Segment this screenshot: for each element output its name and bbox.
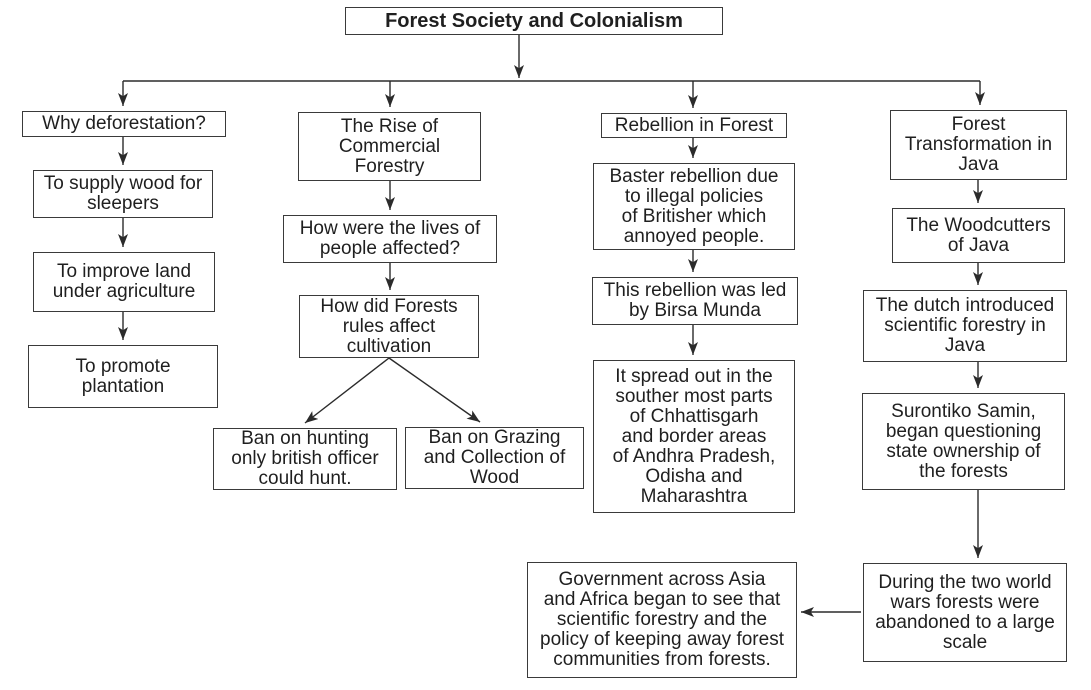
node-promote-plantation-text: To promote plantation xyxy=(75,355,171,397)
node-ban-on-grazing-text: Ban on Grazing and Collection of Wood xyxy=(423,427,566,488)
node-government-asia-africa-text: Government across Asia and Africa began … xyxy=(540,569,784,670)
node-lives-of-people-affected-text: How were the lives of people affected? xyxy=(299,218,481,259)
node-ban-on-grazing: Ban on Grazing and Collection of Wood xyxy=(405,427,584,489)
node-baster-rebellion: Baster rebellion due to illegal policies… xyxy=(593,163,795,250)
node-forest-rules-cultivation: How did Forests rules affect cultivation xyxy=(299,295,479,358)
node-government-asia-africa: Government across Asia and Africa began … xyxy=(527,562,797,678)
node-title: Forest Society and Colonialism xyxy=(345,7,723,35)
node-supply-wood-sleepers: To supply wood for sleepers xyxy=(33,170,213,218)
node-supply-wood-sleepers-text: To supply wood for sleepers xyxy=(43,173,203,214)
node-surontiko-samin: Surontiko Samin, began questioning state… xyxy=(862,393,1065,490)
node-forest-transformation-java: Forest Transformation in Java xyxy=(890,110,1067,180)
node-rise-commercial-forestry-text: The Rise of Commercial Forestry xyxy=(338,115,441,177)
node-forest-transformation-java-text: Forest Transformation in Java xyxy=(904,114,1053,175)
node-spread-regions-text: It spread out in the souther most parts … xyxy=(612,365,776,507)
node-led-by-birsa-munda-text: This rebellion was led by Birsa Munda xyxy=(603,280,787,321)
node-ban-on-hunting: Ban on hunting only british officer coul… xyxy=(213,428,397,490)
node-title-text: Forest Society and Colonialism xyxy=(385,9,683,32)
node-world-wars-forests-abandoned: During the two world wars forests were a… xyxy=(863,563,1067,662)
node-surontiko-samin-text: Surontiko Samin, began questioning state… xyxy=(885,400,1042,482)
node-improve-land-agriculture-text: To improve land under agriculture xyxy=(52,261,196,302)
node-woodcutters-of-java-text: The Woodcutters of Java xyxy=(906,214,1051,256)
node-why-deforestation: Why deforestation? xyxy=(22,111,226,137)
node-why-deforestation-text: Why deforestation? xyxy=(42,113,206,134)
node-lives-of-people-affected: How were the lives of people affected? xyxy=(283,215,497,263)
node-promote-plantation: To promote plantation xyxy=(28,345,218,408)
node-baster-rebellion-text: Baster rebellion due to illegal policies… xyxy=(609,165,779,247)
node-rise-commercial-forestry: The Rise of Commercial Forestry xyxy=(298,112,481,181)
node-woodcutters-of-java: The Woodcutters of Java xyxy=(892,208,1065,263)
node-forest-rules-cultivation-text: How did Forests rules affect cultivation xyxy=(320,295,458,357)
node-dutch-scientific-forestry: The dutch introduced scientific forestry… xyxy=(863,290,1067,362)
node-ban-on-hunting-text: Ban on hunting only british officer coul… xyxy=(231,428,379,489)
node-dutch-scientific-forestry-text: The dutch introduced scientific forestry… xyxy=(875,295,1055,356)
node-spread-regions: It spread out in the souther most parts … xyxy=(593,360,795,513)
node-rebellion-in-forest-text: Rebellion in Forest xyxy=(614,114,774,136)
node-led-by-birsa-munda: This rebellion was led by Birsa Munda xyxy=(592,277,798,325)
node-improve-land-agriculture: To improve land under agriculture xyxy=(33,252,215,312)
node-world-wars-forests-abandoned-text: During the two world wars forests were a… xyxy=(875,571,1055,653)
node-rebellion-in-forest: Rebellion in Forest xyxy=(601,113,787,138)
